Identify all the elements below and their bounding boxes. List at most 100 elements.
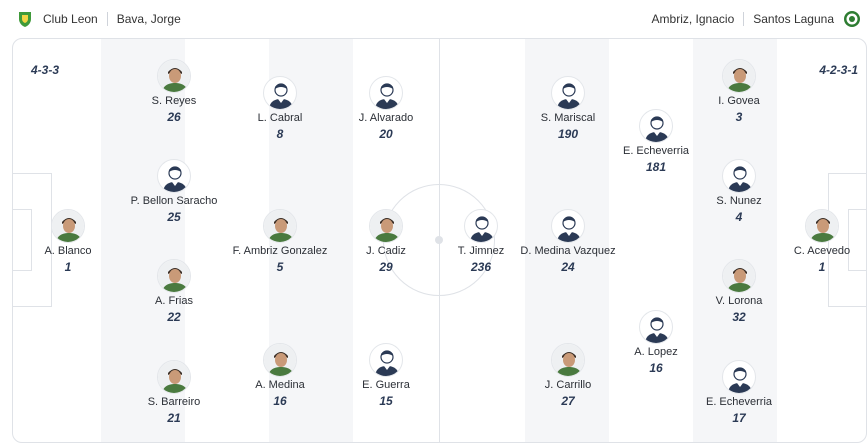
player-silhouette-icon[interactable] bbox=[263, 76, 297, 110]
player-name[interactable]: E. Echeverria bbox=[705, 396, 773, 408]
away-goal-box bbox=[848, 209, 866, 271]
club-leon-crest-icon[interactable] bbox=[16, 10, 34, 28]
player-card[interactable]: C. Acevedo 1 bbox=[762, 209, 866, 274]
player-name[interactable]: V. Lorona bbox=[715, 295, 763, 307]
player-name[interactable]: S. Nunez bbox=[716, 195, 762, 207]
away-coach-name[interactable]: Ambriz, Ignacio bbox=[651, 12, 735, 26]
player-photo[interactable] bbox=[157, 259, 191, 293]
home-team-name[interactable]: Club Leon bbox=[43, 12, 98, 26]
player-card[interactable]: S. Reyes 26 bbox=[114, 59, 234, 124]
player-name[interactable]: C. Acevedo bbox=[793, 245, 851, 257]
player-name[interactable]: J. Alvarado bbox=[358, 112, 414, 124]
player-card[interactable]: S. Nunez 4 bbox=[679, 159, 799, 224]
player-photo[interactable] bbox=[157, 59, 191, 93]
player-silhouette-icon[interactable] bbox=[157, 159, 191, 193]
player-photo[interactable] bbox=[551, 343, 585, 377]
player-silhouette-icon[interactable] bbox=[639, 109, 673, 143]
away-header: Ambriz, Ignacio Santos Laguna bbox=[652, 10, 867, 28]
center-spot bbox=[435, 236, 443, 244]
player-name[interactable]: J. Cadiz bbox=[366, 245, 406, 257]
player-number: 29 bbox=[379, 260, 393, 274]
player-photo[interactable] bbox=[722, 259, 756, 293]
player-card[interactable]: E. Guerra 15 bbox=[326, 343, 446, 408]
player-card[interactable]: E. Echeverria 181 bbox=[596, 109, 716, 174]
match-header: Club Leon Bava, Jorge Ambriz, Ignacio Sa… bbox=[0, 0, 867, 38]
player-silhouette-icon[interactable] bbox=[639, 310, 673, 344]
divider bbox=[743, 12, 745, 26]
player-silhouette-icon[interactable] bbox=[551, 209, 585, 243]
player-photo[interactable] bbox=[722, 59, 756, 93]
away-team-name[interactable]: Santos Laguna bbox=[753, 12, 834, 26]
home-formation: 4-3-3 bbox=[31, 63, 60, 77]
player-number: 16 bbox=[273, 394, 287, 408]
player-card[interactable]: S. Mariscal 190 bbox=[508, 76, 628, 141]
player-number: 4 bbox=[735, 210, 743, 224]
player-photo[interactable] bbox=[263, 209, 297, 243]
player-number: 181 bbox=[645, 160, 667, 174]
player-name[interactable]: A. Medina bbox=[255, 379, 305, 391]
player-photo[interactable] bbox=[51, 209, 85, 243]
player-name[interactable]: T. Jimnez bbox=[457, 245, 505, 257]
home-header: Club Leon Bava, Jorge bbox=[0, 10, 181, 28]
player-number: 24 bbox=[561, 260, 575, 274]
player-number: 32 bbox=[732, 310, 746, 324]
player-card[interactable]: V. Lorona 32 bbox=[679, 259, 799, 324]
player-card[interactable]: A. Frias 22 bbox=[114, 259, 234, 324]
home-goal-box bbox=[13, 209, 32, 271]
home-penalty-box bbox=[13, 173, 52, 307]
player-name[interactable]: F. Ambriz Gonzalez bbox=[232, 245, 328, 257]
player-name[interactable]: A. Blanco bbox=[44, 245, 92, 257]
santos-laguna-crest-icon[interactable] bbox=[843, 10, 861, 28]
player-number: 190 bbox=[557, 127, 579, 141]
player-silhouette-icon[interactable] bbox=[369, 343, 403, 377]
player-silhouette-icon[interactable] bbox=[369, 76, 403, 110]
player-number: 26 bbox=[167, 110, 181, 124]
player-name[interactable]: D. Medina Vazquez bbox=[520, 245, 616, 257]
player-photo[interactable] bbox=[369, 209, 403, 243]
player-number: 16 bbox=[649, 361, 663, 375]
player-number: 236 bbox=[470, 260, 492, 274]
player-name[interactable]: E. Guerra bbox=[362, 379, 410, 391]
player-number: 20 bbox=[379, 127, 393, 141]
player-photo[interactable] bbox=[263, 343, 297, 377]
player-name[interactable]: I. Govea bbox=[718, 95, 760, 107]
player-number: 5 bbox=[276, 260, 284, 274]
player-silhouette-icon[interactable] bbox=[551, 76, 585, 110]
player-card[interactable]: F. Ambriz Gonzalez 5 bbox=[220, 209, 340, 274]
player-name[interactable]: A. Frias bbox=[155, 295, 193, 307]
player-photo[interactable] bbox=[157, 360, 191, 394]
player-photo[interactable] bbox=[805, 209, 839, 243]
player-name[interactable]: L. Cabral bbox=[257, 112, 303, 124]
player-card[interactable]: D. Medina Vazquez 24 bbox=[508, 209, 628, 274]
player-silhouette-icon[interactable] bbox=[464, 209, 498, 243]
player-card[interactable]: J. Carrillo 27 bbox=[508, 343, 628, 408]
player-name[interactable]: P. Bellon Saracho bbox=[130, 195, 218, 207]
divider bbox=[106, 12, 108, 26]
player-number: 17 bbox=[732, 411, 746, 425]
player-name[interactable]: S. Mariscal bbox=[540, 112, 596, 124]
player-card[interactable]: T. Jimnez 236 bbox=[421, 209, 541, 274]
player-name[interactable]: S. Barreiro bbox=[147, 396, 201, 408]
player-name[interactable]: S. Reyes bbox=[151, 95, 197, 107]
player-number: 1 bbox=[818, 260, 826, 274]
player-name[interactable]: A. Lopez bbox=[634, 346, 678, 358]
player-card[interactable]: E. Echeverria 17 bbox=[679, 360, 799, 425]
player-card[interactable]: J. Alvarado 20 bbox=[326, 76, 446, 141]
home-coach-name[interactable]: Bava, Jorge bbox=[116, 12, 181, 26]
player-name[interactable]: E. Echeverria bbox=[622, 145, 690, 157]
player-name[interactable]: J. Carrillo bbox=[544, 379, 592, 391]
player-silhouette-icon[interactable] bbox=[722, 360, 756, 394]
player-card[interactable]: J. Cadiz 29 bbox=[326, 209, 446, 274]
player-card[interactable]: A. Medina 16 bbox=[220, 343, 340, 408]
player-silhouette-icon[interactable] bbox=[722, 159, 756, 193]
player-number: 27 bbox=[561, 394, 575, 408]
player-number: 22 bbox=[167, 310, 181, 324]
player-number: 15 bbox=[379, 394, 393, 408]
player-card[interactable]: A. Lopez 16 bbox=[596, 310, 716, 375]
